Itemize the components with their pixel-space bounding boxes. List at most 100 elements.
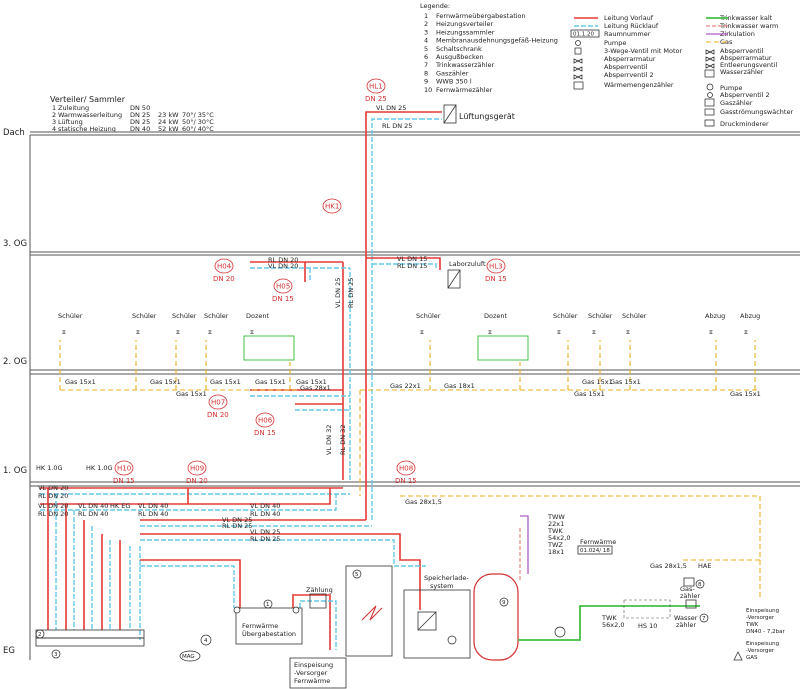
legend-number-text: Heizungsverteiler [436, 20, 494, 28]
tww-3: TWK [547, 527, 563, 535]
einspeisung-gas-3: GAS [746, 655, 758, 661]
lab-unit-icon [447, 269, 461, 289]
ventilation-unit-icon [443, 104, 457, 124]
shutoff-valve-2-icon [573, 74, 583, 80]
fernwaerme-label: Fernwärme [580, 538, 616, 546]
legend-title: Legende: [420, 2, 450, 10]
label-gas-15-a: Gas 15x1 [150, 378, 181, 386]
circuit-marker-dn: DN 20 [207, 411, 229, 419]
wasserzaehler-2: zähler [676, 621, 696, 629]
room-label: Schüler [553, 312, 578, 320]
riser-rl-hl1 [371, 118, 420, 520]
marker-2-text: 2 [38, 632, 42, 638]
gas-meter-icon [704, 98, 715, 107]
distributor-row-dn: DN 25 [130, 118, 150, 126]
room-label: Schüler [204, 312, 229, 320]
speicher-box [403, 589, 471, 659]
drain-valve-icon [705, 63, 715, 69]
distributor-row-number: 4 [52, 125, 56, 133]
tww-5: TWZ [547, 541, 563, 549]
circuit-marker-id: HL1 [369, 83, 383, 91]
legend-symbol-text: Leitung Vorlauf [604, 14, 654, 22]
legend-line-text: Gasströmungswächter [720, 108, 793, 116]
floor-label-2og: 2. OG [3, 357, 27, 367]
einspeisung-fw-3: Fernwärme [294, 677, 330, 685]
floor-label-dach: Dach [3, 128, 25, 138]
room-label: Schüler [588, 312, 613, 320]
marker-3 [51, 649, 61, 659]
room-valve-icon: ⧖ [176, 330, 180, 336]
pump-icon-fw1 [233, 606, 241, 614]
vertical-pipe-labels: VL DN 25 RL DN 25 VL DN 32 RL DN 32 [325, 278, 355, 455]
rl-zaehlung [299, 600, 337, 650]
legend-number: 9 [424, 78, 428, 86]
legend-number-text: Ausgußbecken [436, 53, 484, 61]
hae-label: HAE [698, 562, 711, 570]
legend-line-text: Absperrarmatur [720, 54, 772, 62]
room-valve-icon: ⧖ [420, 330, 424, 336]
label-gas-15-b: Gas 15x1 [210, 378, 241, 386]
hs10-label: HS 10 [638, 622, 657, 630]
room-label: Dozent [484, 312, 508, 320]
label-vl-dn15: VL DN 15 [397, 255, 427, 263]
pump-icon-fw2 [292, 606, 300, 614]
legend-symbol-text: Pumpe [604, 39, 626, 47]
lab-supply: Laborzuluft VL DN 15 RL DN 15 RL DN 20 V… [268, 255, 486, 289]
legend-number-text: Trinkwasserzähler [435, 61, 494, 69]
label-rl-dn20-1og: RL DN 20 [38, 492, 68, 500]
legend-symbol-icons [573, 40, 715, 127]
legend-line-text: Gaszähler [720, 99, 753, 107]
marker-5-text: 5 [355, 572, 359, 578]
distributor-row-kw: 23 kW [158, 111, 179, 119]
rl-fw-station [140, 565, 235, 608]
circuit-marker-dn: DN 15 [485, 275, 507, 283]
room-valve-icon: ⧖ [208, 330, 212, 336]
ventilation-unit-label: Lüftungsgerät [459, 112, 515, 121]
marker-9 [499, 597, 509, 607]
label-gas-15-g: Gas 15x1 [610, 378, 641, 386]
hs10-box [623, 599, 671, 619]
heat-exchanger-icon [417, 611, 437, 631]
circuit-marker-ring [214, 258, 234, 274]
einspeisung-fw-1: Einspeisung [294, 661, 333, 669]
marker-9-text: 9 [502, 600, 506, 606]
legend-symbol-text: Absperrventil [604, 63, 648, 71]
einspeisung-twk-4: DN40 - 7,2bar [746, 629, 785, 635]
tww-4: 54x2,0 [548, 534, 570, 542]
circuit-marker-id: HL3 [489, 263, 503, 271]
label-vl-dn25-eg2: VL DN 25 [250, 528, 280, 536]
riser-vl-hl1 [365, 111, 420, 520]
label-vl-dn25-top: VL DN 25 [376, 104, 406, 112]
gas-flow-monitor-icon [704, 108, 715, 116]
dozent-boxes [243, 335, 529, 361]
label-gas-22: Gas 22x1 [390, 382, 421, 390]
legend-number-text: Schaltschrank [436, 45, 482, 53]
label-gas-15-f: Gas 15x1 [582, 378, 613, 386]
pump-icon-speicher [447, 635, 457, 645]
legend-number: 1 [424, 12, 428, 20]
water-meter-icon [704, 69, 715, 78]
gas-meter-box [683, 577, 695, 587]
label-gas-15-c: Gas 15x1 [296, 378, 327, 386]
legend-number: 3 [424, 28, 428, 36]
room-label: Schüler [132, 312, 157, 320]
einspeisung-twk-2: -Versorger [746, 615, 775, 621]
gas-network: Gas 28x1,5 Gas 28x1,5 Gas 22x1 Gas 18x1 … [59, 340, 761, 600]
distributor-row-number: 2 [52, 111, 56, 119]
speicher-label-1: Speicherlade- [424, 574, 469, 582]
label-rl-dn20-eg: RL DN 20 [38, 510, 68, 518]
circuit-marker-id: H08 [399, 465, 413, 473]
marker-3-text: 3 [54, 652, 58, 658]
vl-zaehlung [292, 594, 331, 650]
circuit-marker-dn: DN 15 [254, 429, 276, 437]
twk-box-2: 56x2,0 [602, 621, 624, 629]
vl-speicher [140, 533, 421, 610]
room-label: Schüler [58, 312, 83, 320]
legend-number: 2 [424, 20, 428, 28]
label-hk-1og-left: HK 1.0G [36, 464, 63, 472]
label-gas-28x15-bottom: Gas 28x1,5 [650, 562, 687, 570]
marker-4-text: 4 [204, 638, 208, 644]
